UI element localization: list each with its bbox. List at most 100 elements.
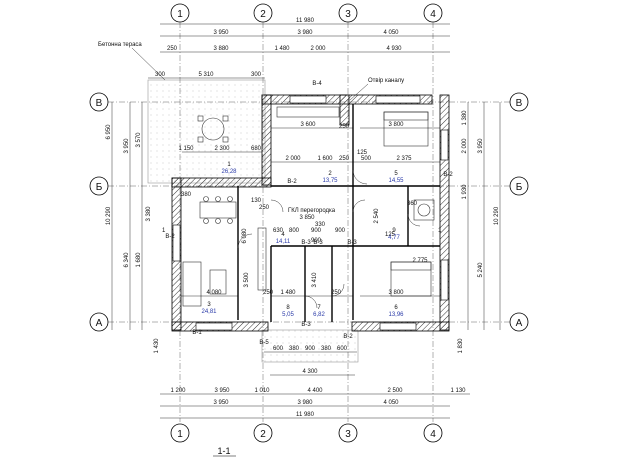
dim-bottom-row2: 3 950 <box>213 400 229 406</box>
dim-interior: 630 <box>273 228 284 234</box>
porch-area <box>261 329 359 363</box>
dim-interior: 3 600 <box>300 122 316 128</box>
mark-label: В-4 <box>312 81 322 87</box>
dim-left-inner: 3 570 <box>136 132 142 148</box>
dim-top-row2: 1 480 <box>274 46 290 52</box>
dim-interior: 2 375 <box>396 156 412 162</box>
mark-label: В-3 <box>301 240 311 246</box>
furniture <box>182 106 435 307</box>
section-markers: 1 1 1-1 <box>162 228 442 457</box>
terrace-leader <box>131 47 166 81</box>
dim-interior: 330 <box>315 222 326 228</box>
dim-left: 3 950 <box>124 138 130 154</box>
dim-bottom-total: 11 980 <box>296 412 315 418</box>
dim-right: 5 240 <box>478 262 484 278</box>
interior-dimension-texts: 3 600 2 000 1 600 3 800 2 375 1 150 2 30… <box>178 122 428 296</box>
room-number: 2 <box>328 171 332 177</box>
dim-porch: 4 300 <box>302 369 318 375</box>
axis-1-bottom <box>170 423 190 443</box>
annotations: Бетонна тераса Отвір каналу ГКЛ перегоро… <box>98 42 404 214</box>
dim-bottom-row1: 3 950 <box>214 388 230 394</box>
room-area: 24,81 <box>201 309 217 315</box>
axis-label: 3 <box>345 9 351 20</box>
dim-top-row2: 250 <box>167 46 178 52</box>
dim-porch-seg: 600 <box>337 346 348 352</box>
room-area: 14,55 <box>388 178 404 184</box>
dim-top-row1: 4 050 <box>383 30 399 36</box>
dim-interior: 360 <box>407 201 418 207</box>
axis-label: 2 <box>260 9 266 20</box>
dim-right-inner: 1 380 <box>462 110 468 126</box>
dim-bottom-row2: 3 980 <box>297 400 313 406</box>
dim-interior: 800 <box>289 228 300 234</box>
dim-interior: 2 000 <box>285 156 301 162</box>
dim-interior: 380 <box>181 192 192 198</box>
door-swings <box>237 169 421 309</box>
axis-label: 1 <box>177 9 183 20</box>
room-number: 9 <box>392 228 396 234</box>
dim-interior: 1 600 <box>317 156 333 162</box>
axis-1-top <box>170 3 190 23</box>
dim-top-row2: 3 880 <box>213 46 229 52</box>
dim-terrace: 5 310 <box>198 72 214 78</box>
mark-label: В-3 <box>347 240 357 246</box>
mark-label: В-3 <box>301 322 311 328</box>
mark-label: В-5 <box>259 340 269 346</box>
dim-porch-seg: 380 <box>321 346 332 352</box>
room-number: 7 <box>317 305 321 311</box>
dim-interior: 900 <box>311 228 322 234</box>
element-marks: В-4 В-2 В-2 В-3 В-3 В-3 В-3 В-1 В-2 В-2 … <box>165 81 453 346</box>
axis-label: Б <box>96 182 103 193</box>
axis-label: 3 <box>345 429 351 440</box>
room-number: 8 <box>286 305 290 311</box>
dim-interior: 680 <box>251 146 262 152</box>
dim-interior: 2 300 <box>214 146 230 152</box>
axis-label: 4 <box>430 429 436 440</box>
dim-right: 3 950 <box>478 138 484 154</box>
room-area: 14,11 <box>276 239 291 245</box>
dim-porch-seg: 900 <box>305 346 316 352</box>
windows <box>172 95 449 331</box>
axis-label: Б <box>516 182 523 193</box>
room-number: 5 <box>394 171 398 177</box>
dim-bottom-row1: 1 010 <box>254 388 270 394</box>
section-title: 1-1 <box>217 446 230 456</box>
dim-left: 10 290 <box>106 206 112 225</box>
dim-interior: 250 <box>259 205 270 211</box>
dimension-texts: 11 980 3 950 3 980 4 050 250 3 880 1 480… <box>155 18 466 418</box>
dim-bottom-row1: 1 200 <box>170 388 186 394</box>
room-area: 13,96 <box>388 312 404 318</box>
axis-v-right <box>509 92 529 112</box>
axis-markers <box>89 3 529 443</box>
dim-porch-seg: 380 <box>289 346 300 352</box>
axis-label: 4 <box>430 9 436 20</box>
dim-left: 6 950 <box>106 124 112 140</box>
dim-terrace-side: 300 <box>251 72 262 78</box>
dim-interior: 900 <box>335 228 346 234</box>
dim-interior: 900 <box>311 238 322 244</box>
section-mark: 1 <box>162 228 166 234</box>
vent-note: Отвір каналу <box>368 78 404 84</box>
dim-top-row2: 4 930 <box>386 46 402 52</box>
mark-label: В-2 <box>165 234 175 240</box>
mark-label: В-3 <box>313 240 323 246</box>
dim-interior: 250 <box>339 156 350 162</box>
partition-note: ГКЛ перегородка <box>288 208 336 214</box>
axis-label: В <box>96 98 103 109</box>
room-area: 4,77 <box>388 235 400 241</box>
terrace-area <box>147 79 266 184</box>
dim-terrace-side: 300 <box>155 72 166 78</box>
axis-3-bottom <box>338 423 358 443</box>
axis-3-top <box>338 3 358 23</box>
axis-label: 1 <box>177 429 183 440</box>
dim-interior: 1 480 <box>280 290 296 296</box>
dim-interior: 6 080 <box>242 228 248 244</box>
axis-2-top <box>253 3 273 23</box>
room-area: 6,82 <box>313 312 325 318</box>
axis-label: В <box>516 98 523 109</box>
axis-4-bottom <box>423 423 443 443</box>
mark-label: В-1 <box>192 330 202 336</box>
dim-interior: 3 800 <box>388 122 404 128</box>
mark-label: В-2 <box>343 334 353 340</box>
dim-right: 10 290 <box>494 206 500 225</box>
